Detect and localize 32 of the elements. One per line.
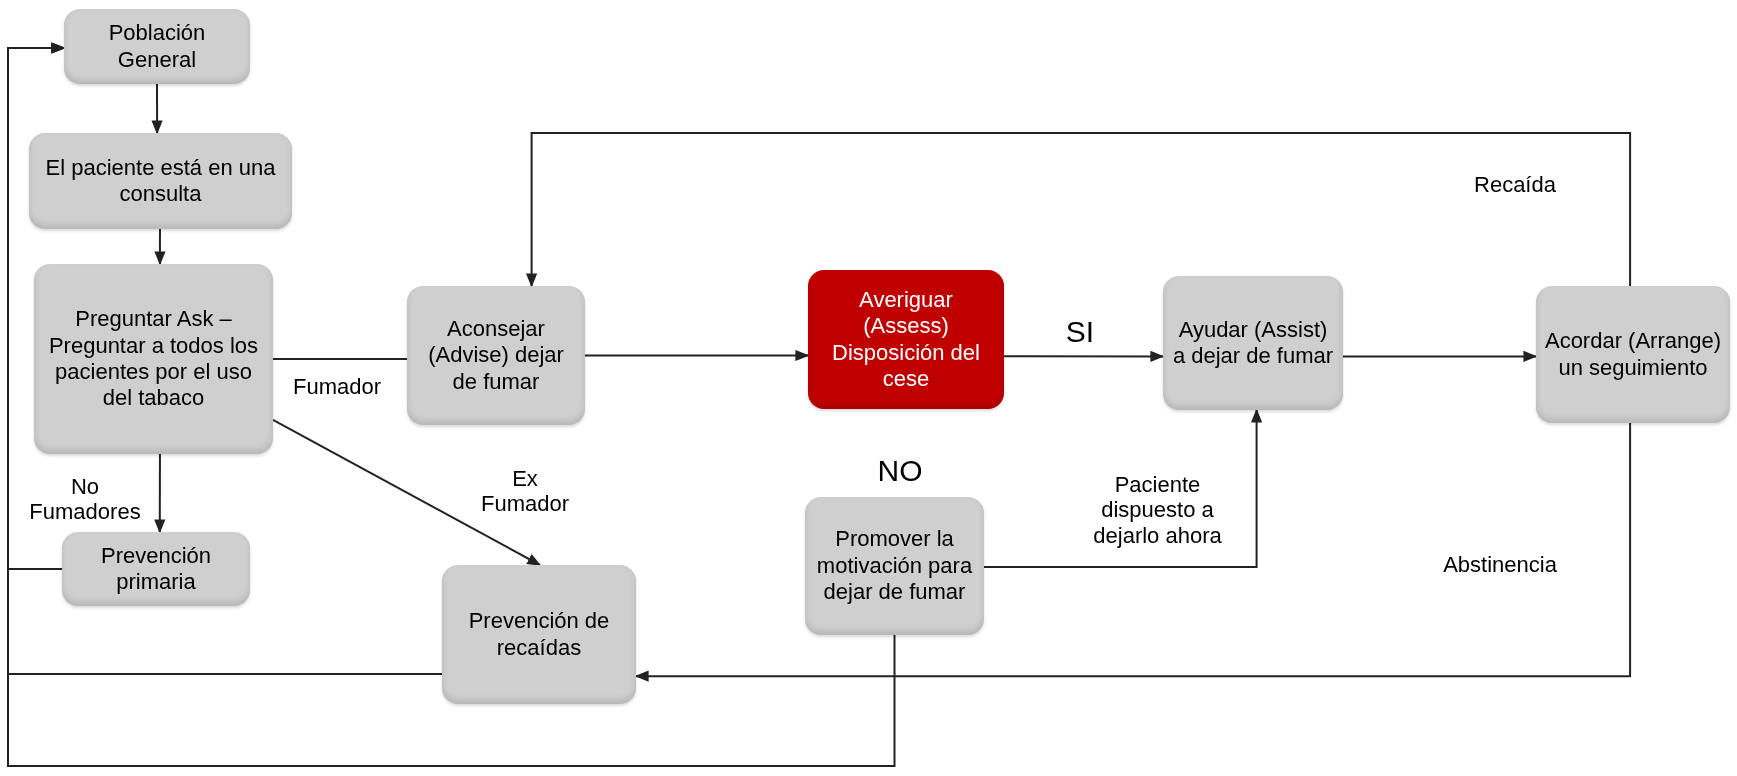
box-label: Acordar (Arrange) un seguimiento	[1544, 328, 1722, 381]
box-label: Población General	[107, 20, 207, 73]
box-label: Preguntar Ask – Preguntar a todos los pacientes por el uso del tabaco	[47, 306, 260, 412]
arrow	[983, 408, 1263, 568]
process-box	[64, 9, 250, 84]
process-box	[34, 264, 273, 454]
arrow	[272, 418, 542, 566]
box-label: Aconsejar (Advise) dejar de fumar	[427, 315, 565, 396]
arrow	[526, 132, 1632, 288]
process-box	[805, 497, 984, 635]
process-box	[1163, 276, 1343, 410]
process-box	[407, 286, 585, 425]
box-label: Promover la motivación para dejar de fumar	[815, 526, 974, 606]
box-label: Ayudar (Assist) a dejar de fumar	[1171, 316, 1335, 370]
process-box	[1536, 286, 1730, 423]
box-label: Prevención de recaídas	[467, 608, 611, 661]
process-box	[808, 270, 1004, 409]
arrow	[154, 228, 166, 266]
box-label: Prevención primaria	[99, 542, 213, 596]
arrow	[151, 83, 163, 135]
box-label: Averiguar (Assess) Disposición del cese	[831, 286, 981, 393]
process-box	[442, 565, 636, 704]
arrow	[634, 422, 1632, 682]
arrow	[7, 42, 443, 675]
arrow	[154, 453, 166, 534]
process-box	[62, 532, 250, 606]
arrow	[1342, 350, 1538, 362]
box-label: El paciente está en una consulta	[44, 154, 277, 208]
arrow	[1003, 350, 1165, 362]
process-box	[29, 133, 292, 229]
branch-label: NO	[876, 452, 924, 489]
arrow	[584, 349, 810, 362]
